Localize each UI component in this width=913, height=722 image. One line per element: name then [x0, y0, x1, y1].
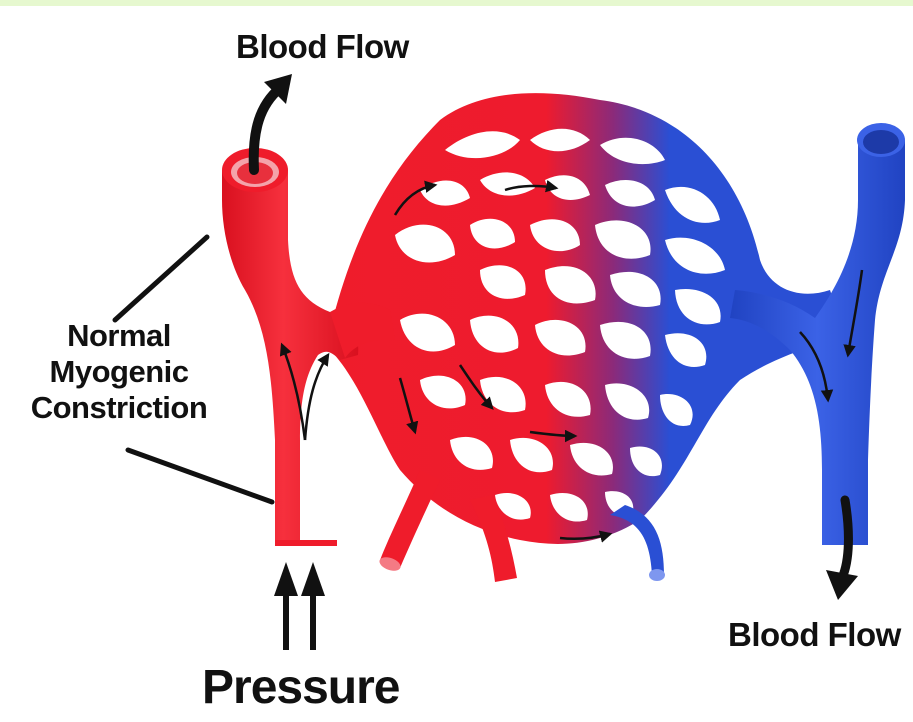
normal-myogenic-constriction-label: Normal Myogenic Constriction	[10, 318, 228, 426]
blood-flow-top-label: Blood Flow	[236, 28, 409, 66]
pressure-label: Pressure	[202, 660, 399, 715]
normal-text: Normal	[10, 318, 228, 354]
myogenic-text: Myogenic	[10, 354, 228, 390]
pressure-arrows	[274, 562, 325, 650]
constriction-text: Constriction	[10, 390, 228, 426]
blood-flow-bottom-label: Blood Flow	[728, 616, 901, 654]
